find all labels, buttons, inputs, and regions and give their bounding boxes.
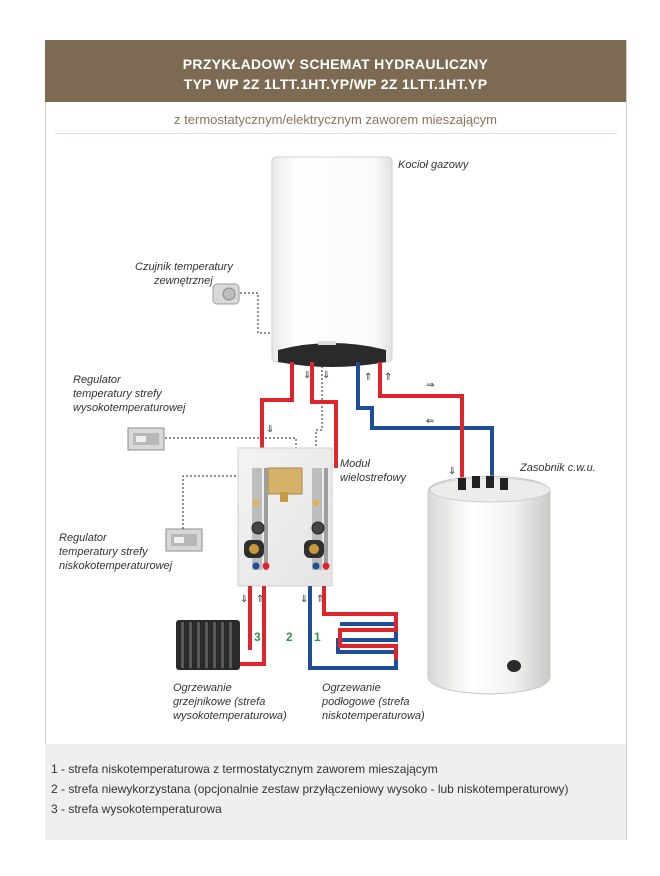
- title-line-1: PRZYKŁADOWY SCHEMAT HYDRAULICZNY: [182, 56, 489, 72]
- radiator-label-line-2: grzejnikowe (strefa: [173, 696, 266, 708]
- high-reg-label-line-1: Regulator: [73, 374, 121, 386]
- low-reg-label-line-1: Regulator: [59, 532, 107, 544]
- high-reg-wire: [165, 437, 297, 448]
- legend-item-1: 1 - strefa niskotemperaturowa z termosta…: [51, 762, 438, 776]
- flow-arrow-up: ⇑: [316, 594, 324, 605]
- radiator-pipes: [238, 586, 266, 666]
- radiator-label-line-1: Ogrzewanie: [173, 682, 232, 694]
- flow-arrow-down: ⇓: [240, 594, 248, 605]
- radiator-icon: [176, 620, 240, 670]
- floor-label-line-1: Ogrzewanie: [322, 682, 381, 694]
- low-temp-regulator-icon: [165, 528, 203, 552]
- subtitle: z termostatycznym/elektrycznym zaworem m…: [174, 112, 497, 127]
- high-reg-label-line-3: wysokotemperaturowej: [73, 402, 186, 414]
- flow-arrow-down: ⇓: [448, 466, 456, 477]
- multizone-module: [237, 447, 333, 587]
- hot-water-tank: [427, 475, 551, 695]
- zone-2-label: 2: [286, 630, 293, 644]
- outdoor-sensor-icon: [212, 283, 240, 305]
- flow-arrow-left: ⇐: [426, 416, 434, 427]
- sensor-label-line-2: zewnętrznej: [154, 275, 213, 287]
- legend-item-2: 2 - strefa niewykorzystana (opcjonalnie …: [51, 782, 569, 796]
- title-line-2: TYP WP 2Z 1LTT.1HT.YP/WP 2Z 1LTT.1HT.YP: [183, 76, 488, 92]
- legend-item-3: 3 - strefa wysokotemperaturowa: [51, 802, 222, 816]
- underfloor-pipes: [308, 586, 398, 670]
- title-banner: PRZYKŁADOWY SCHEMAT HYDRAULICZNY TYP WP …: [45, 40, 626, 102]
- zone-1-label: 1: [314, 630, 321, 644]
- boiler-label: Kocioł gazowy: [398, 159, 469, 171]
- boiler-module-pipes: [260, 362, 338, 468]
- sensor-wire: [240, 292, 272, 334]
- high-reg-label-line-2: temperatury strefy: [73, 388, 162, 400]
- boiler-module-wire: [315, 362, 323, 448]
- subtitle-divider: [55, 133, 617, 134]
- low-reg-label-line-3: niskokotemperaturowej: [59, 560, 173, 572]
- flow-arrow-down: ⇓: [300, 594, 308, 605]
- module-label-line-1: Moduł: [340, 458, 370, 470]
- floor-label-line-3: niskotemperaturowa): [322, 710, 425, 722]
- flow-arrow-down: ⇓: [303, 370, 311, 381]
- gas-boiler: [271, 156, 393, 367]
- flow-arrow-down: ⇓: [266, 424, 274, 435]
- flow-arrow-right: ⇒: [426, 380, 434, 391]
- flow-arrow-up: ⇑: [364, 372, 372, 383]
- boiler-tank-pipes: [356, 362, 494, 480]
- radiator-label-line-3: wysokotemperaturowa): [173, 710, 287, 722]
- flow-arrow-up: ⇑: [256, 594, 264, 605]
- zone-3-label: 3: [254, 630, 261, 644]
- low-reg-label-line-2: temperatury strefy: [59, 546, 148, 558]
- floor-label-line-2: podłogowe (strefa: [322, 696, 410, 708]
- sensor-label-line-1: Czujnik temperatury: [135, 261, 233, 273]
- module-label-line-2: wielostrefowy: [340, 472, 407, 484]
- low-reg-wire: [182, 475, 238, 529]
- flow-arrow-down: ⇓: [322, 370, 330, 381]
- flow-arrow-up: ⇑: [384, 372, 392, 383]
- zone-legend: 1 - strefa niskotemperaturowa z termosta…: [45, 744, 626, 840]
- high-temp-regulator-icon: [127, 427, 165, 451]
- tank-label: Zasobnik c.w.u.: [520, 462, 596, 474]
